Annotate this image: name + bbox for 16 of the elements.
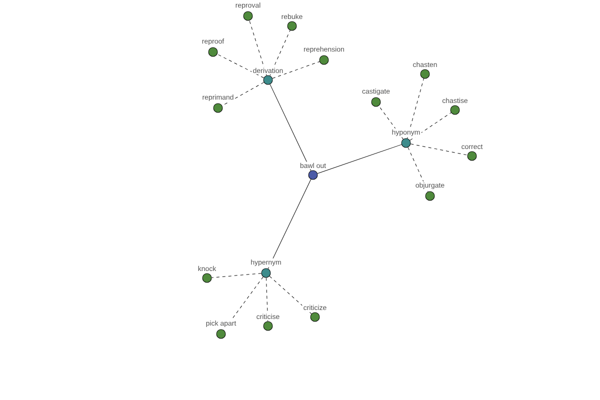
dashed-line [269,276,312,314]
dashed-line [407,78,424,139]
line [270,84,312,171]
dashed-line [224,276,264,330]
dashed-line [408,147,428,192]
dashed-line [410,144,468,156]
dashed-line [270,30,290,76]
dashed-line [378,106,404,140]
dashed-line [410,112,452,141]
dashed-line [249,20,267,76]
line [268,179,312,269]
line [317,144,402,174]
dashed-line [272,61,320,79]
dashed-line [211,273,262,278]
dashed-line [266,278,268,322]
dashed-line [216,54,264,78]
